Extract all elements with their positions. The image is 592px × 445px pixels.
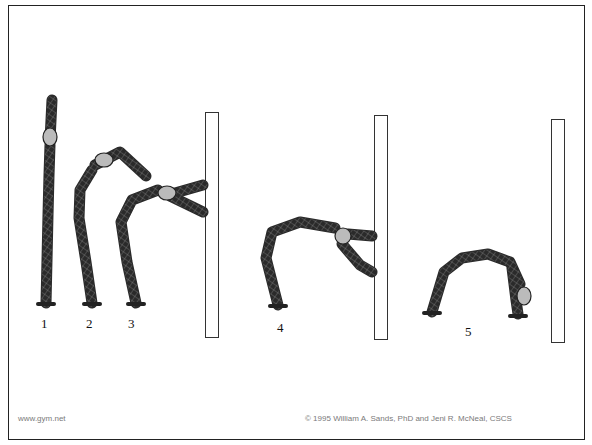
figure-5	[424, 254, 531, 316]
slide-border	[9, 6, 585, 440]
figure-4	[266, 222, 372, 306]
callout-number: 2	[86, 316, 93, 332]
website-label: www.gym.net	[18, 414, 66, 423]
callout-number: 3	[128, 316, 135, 332]
callout-number: 5	[465, 324, 472, 340]
copyright-note: © 1995 William A. Sands, PhD and Jeni R.…	[305, 414, 512, 423]
figure-1	[38, 100, 57, 304]
wall	[206, 113, 565, 343]
callout-number: 1	[41, 316, 48, 332]
figure-3	[121, 185, 203, 304]
gymnast-figures	[38, 100, 531, 316]
callout-number: 4	[277, 320, 284, 336]
